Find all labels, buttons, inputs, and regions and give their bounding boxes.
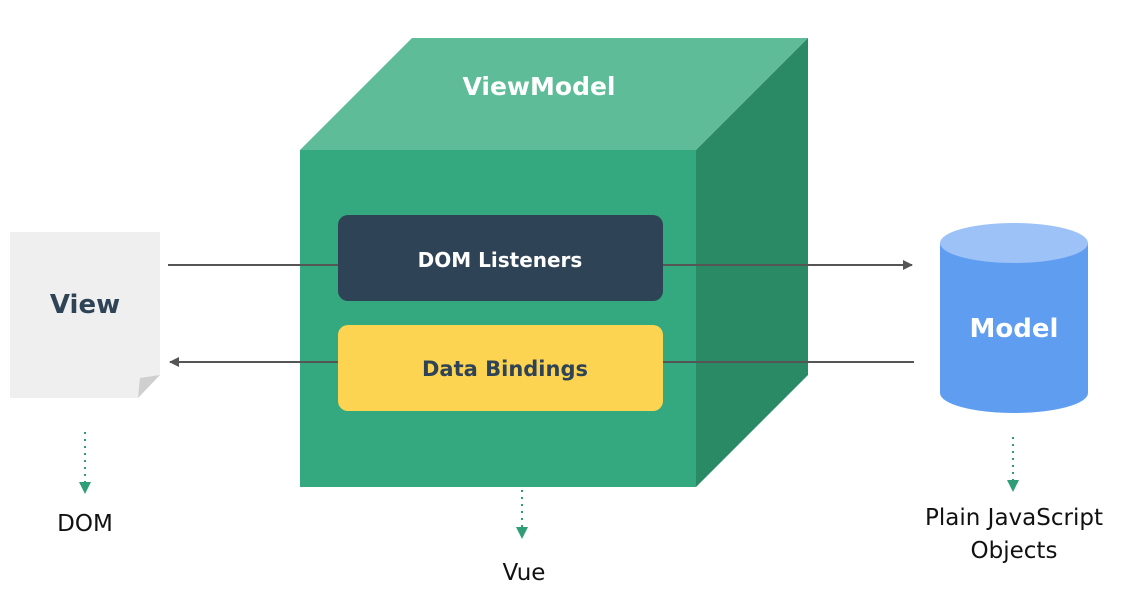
viewmodel-cube: ViewModel DOM Listeners Data Bindings [300,38,808,487]
model-label: Model [970,314,1059,344]
data-bindings-label: Data Bindings [422,357,588,381]
cube-top-face [300,38,808,150]
vue-caption: Vue [503,560,546,586]
model-caption-line2: Objects [971,538,1058,564]
view-node: View [10,232,160,398]
viewmodel-title: ViewModel [462,72,615,101]
model-cylinder-top [940,223,1088,263]
view-label: View [50,290,120,320]
dom-listeners-label: DOM Listeners [418,248,583,272]
model-node: Model [940,223,1088,413]
dom-caption: DOM [57,511,113,537]
data-bindings-box [338,325,663,411]
cube-front-face [300,150,696,487]
cube-side-face [696,38,808,487]
dom-listeners-box [338,215,663,301]
view-document-shape [10,232,160,398]
model-caption-line1: Plain JavaScript [925,505,1103,531]
model-cylinder-body [940,243,1088,413]
view-document-fold [138,375,160,398]
